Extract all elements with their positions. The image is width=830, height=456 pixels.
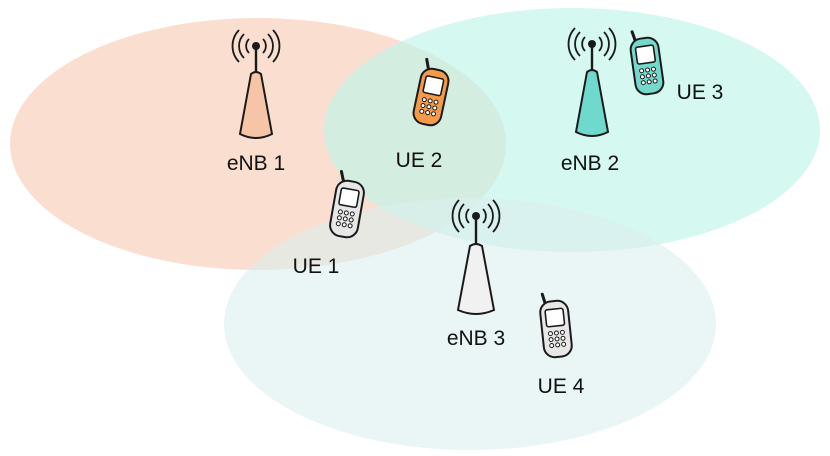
user-equipment-ue-4: UE 4 xyxy=(538,292,585,398)
base-station-enb-2: eNB 2 xyxy=(561,27,619,175)
coverage-areas xyxy=(10,8,820,450)
enb-2-label: eNB 2 xyxy=(561,152,619,175)
enb-3-label: eNB 3 xyxy=(447,327,505,350)
radio-waves-icon xyxy=(567,27,617,61)
cell-coverage-enb-2 xyxy=(324,8,820,252)
ue-1-label: UE 1 xyxy=(293,255,340,278)
mobile-phone-icon xyxy=(412,57,450,127)
antenna-tower-icon xyxy=(231,29,281,139)
antenna-tower-icon xyxy=(451,199,501,315)
user-equipment-ue-1: UE 1 xyxy=(293,169,365,278)
user-equipment-ue-3: UE 3 xyxy=(629,30,724,104)
radio-waves-icon xyxy=(451,199,501,233)
antenna-tower-icon xyxy=(567,27,617,137)
ue-3-label: UE 3 xyxy=(677,81,724,104)
radio-waves-icon xyxy=(231,29,281,63)
mobile-phone-icon xyxy=(329,169,365,239)
base-station-enb-1: eNB 1 xyxy=(227,29,285,175)
cell-coverage-enb-3 xyxy=(224,198,716,450)
mobile-phone-icon xyxy=(539,292,573,359)
base-station-enb-3: eNB 3 xyxy=(447,199,505,350)
user-equipment-ue-2: UE 2 xyxy=(396,57,450,172)
ue-4-label: UE 4 xyxy=(538,375,585,398)
enb-1-label: eNB 1 xyxy=(227,152,285,175)
mobile-phone-icon xyxy=(629,30,665,96)
ue-2-label: UE 2 xyxy=(396,149,443,172)
